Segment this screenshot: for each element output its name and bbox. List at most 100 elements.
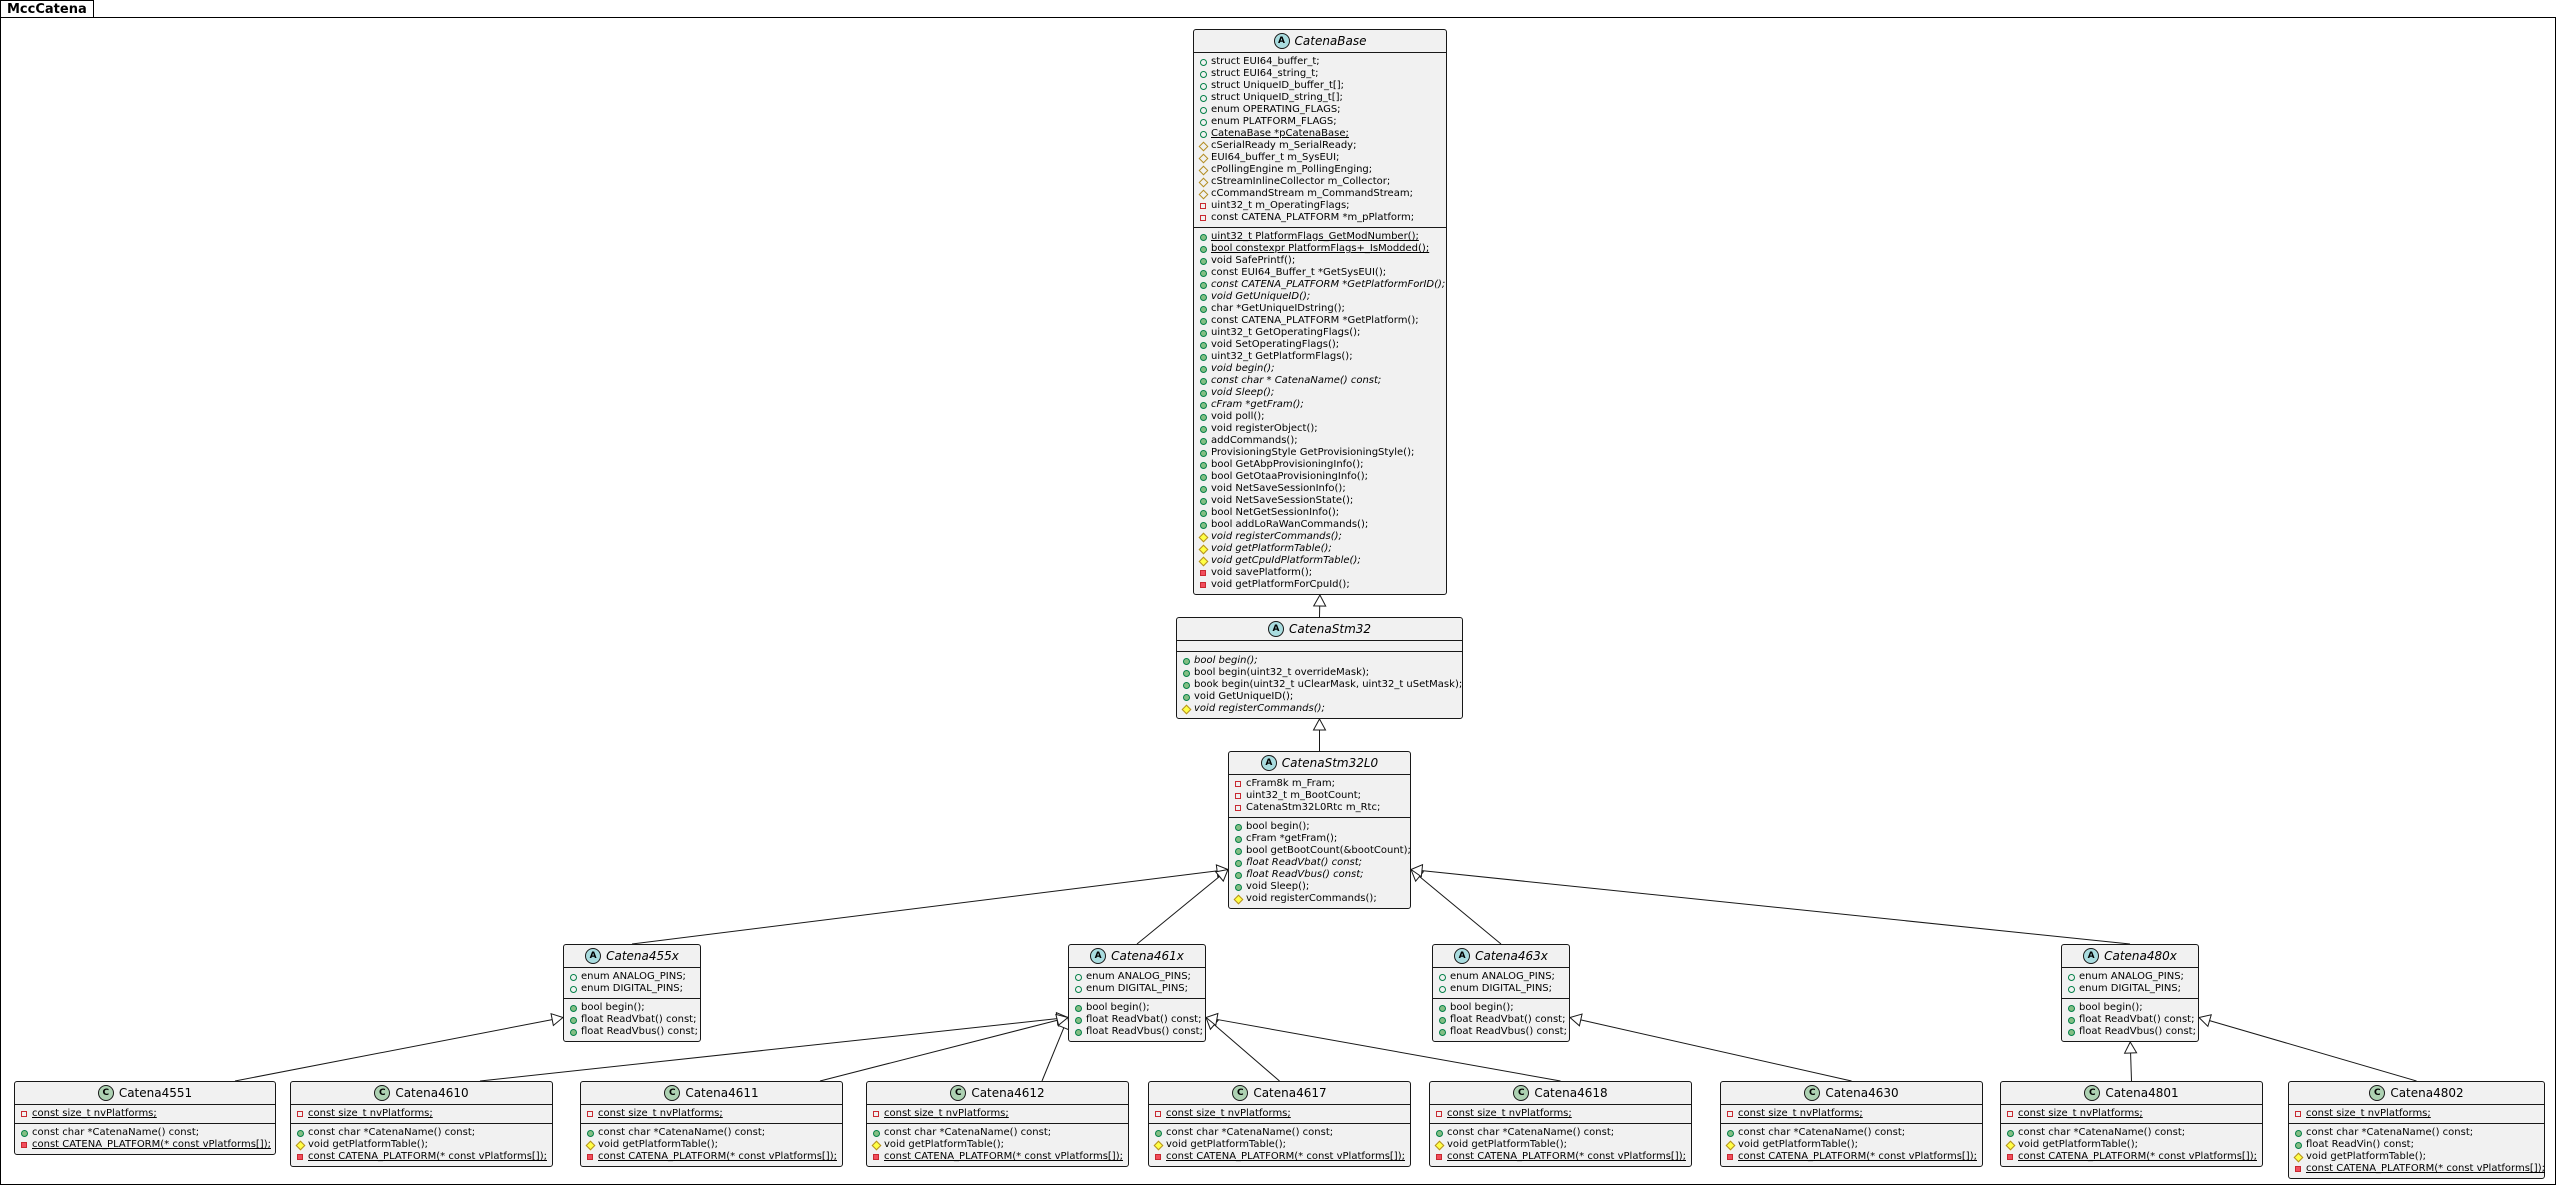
public-visibility-icon xyxy=(1199,471,1207,483)
public-visibility-icon xyxy=(1199,387,1207,399)
class-field: cCommandStream m_CommandStream; xyxy=(1194,188,1446,200)
class-name: Catena4801 xyxy=(2105,1086,2179,1100)
method-signature: void registerObject(); xyxy=(1211,423,1318,434)
protected-visibility-icon xyxy=(1199,152,1207,164)
public-visibility-icon xyxy=(2294,1127,2302,1139)
class-method: void getPlatformTable(); xyxy=(291,1139,552,1151)
method-signature: uint32_t GetPlatformFlags(); xyxy=(1211,351,1353,362)
class-method: const char * CatenaName() const; xyxy=(1194,375,1446,387)
class-field: const size_t nvPlatforms; xyxy=(2001,1108,2262,1120)
field-signature: enum DIGITAL_PINS; xyxy=(581,983,684,994)
public-visibility-icon xyxy=(872,1127,880,1139)
field-signature: enum DIGITAL_PINS; xyxy=(1086,983,1189,994)
private-visibility-icon xyxy=(2006,1151,2014,1163)
class-field: uint32_t m_OperatingFlags; xyxy=(1194,200,1446,212)
class-method: bool begin(); xyxy=(1229,821,1410,833)
class-method: bool begin(uint32_t overrideMask); xyxy=(1177,667,1462,679)
class-method: const CATENA_PLATFORM(* const vPlatforms… xyxy=(1149,1151,1410,1163)
field-signature: const size_t nvPlatforms; xyxy=(598,1108,723,1119)
method-signature: void NetSaveSessionState(); xyxy=(1211,495,1354,506)
public-visibility-icon xyxy=(1199,363,1207,375)
class-method: void SetOperatingFlags(); xyxy=(1194,339,1446,351)
class-name: Catena463x xyxy=(1475,949,1548,963)
method-signature: bool GetOtaaProvisioningInfo(); xyxy=(1211,471,1368,482)
class-fields-section: struct EUI64_buffer_t;struct EUI64_strin… xyxy=(1194,53,1446,228)
generalization-arrowhead xyxy=(1312,717,1327,731)
inheritance-line xyxy=(1213,1024,1280,1082)
class-field: enum DIGITAL_PINS; xyxy=(1069,983,1205,995)
class-field: enum DIGITAL_PINS; xyxy=(1433,983,1569,995)
class-method: cFram *getFram(); xyxy=(1194,399,1446,411)
class-method: void getPlatformTable(); xyxy=(2001,1139,2262,1151)
method-signature: float ReadVbus() const; xyxy=(2079,1026,2196,1037)
class-icon: C xyxy=(664,1085,681,1101)
public-visibility-icon xyxy=(2067,1014,2075,1026)
field-signature: uint32_t m_OperatingFlags; xyxy=(1211,200,1350,211)
class-icon: C xyxy=(97,1085,114,1101)
public-visibility-icon xyxy=(1234,821,1242,833)
public-visibility-icon xyxy=(1199,243,1207,255)
class-method: const CATENA_PLATFORM(* const vPlatforms… xyxy=(2289,1163,2545,1175)
class-name: Catena461x xyxy=(1111,949,1184,963)
field-signature: cFram8k m_Fram; xyxy=(1246,778,1335,789)
class-method: void savePlatform(); xyxy=(1194,567,1446,579)
class-method: const char *CatenaName() const; xyxy=(867,1127,1128,1139)
field-signature: enum OPERATING_FLAGS; xyxy=(1211,104,1341,115)
private-visibility-icon xyxy=(872,1108,880,1120)
public-visibility-icon xyxy=(1199,80,1207,92)
method-signature: void GetUniqueID(); xyxy=(1211,291,1311,302)
class-methods-section: const char *CatenaName() const;void getP… xyxy=(1430,1124,1691,1166)
public-visibility-icon xyxy=(1182,655,1190,667)
class-icon: C xyxy=(374,1085,391,1101)
public-visibility-icon xyxy=(1074,983,1082,995)
class-field: const size_t nvPlatforms; xyxy=(2289,1108,2544,1120)
method-signature: void getPlatformTable(); xyxy=(1738,1139,1858,1150)
public-visibility-icon xyxy=(1199,267,1207,279)
method-signature: float ReadVbus() const; xyxy=(1086,1026,1203,1037)
class-field: struct EUI64_string_t; xyxy=(1194,68,1446,80)
class-methods-section: const char *CatenaName() const;void getP… xyxy=(581,1124,842,1166)
class-method: book begin(uint32_t uClearMask, uint32_t… xyxy=(1177,679,1462,691)
field-signature: const size_t nvPlatforms; xyxy=(32,1108,157,1119)
class-field: const size_t nvPlatforms; xyxy=(291,1108,552,1120)
field-signature: enum ANALOG_PINS; xyxy=(1450,971,1555,982)
class-fields-section: const size_t nvPlatforms; xyxy=(2289,1105,2544,1124)
abstract-class-icon: A xyxy=(2083,948,2100,964)
class-method: const CATENA_PLATFORM(* const vPlatforms… xyxy=(581,1151,842,1163)
public-visibility-icon xyxy=(1199,399,1207,411)
class-fields-section: const size_t nvPlatforms; xyxy=(867,1105,1128,1124)
field-signature: struct UniqueID_string_t[]; xyxy=(1211,92,1343,103)
public-visibility-icon xyxy=(1199,339,1207,351)
public-visibility-icon xyxy=(2006,1127,2014,1139)
class-method: addCommands(); xyxy=(1194,435,1446,447)
class-method: float ReadVbat() const; xyxy=(1069,1014,1205,1026)
field-signature: const size_t nvPlatforms; xyxy=(1738,1108,1863,1119)
field-signature: enum ANALOG_PINS; xyxy=(1086,971,1191,982)
protected-visibility-icon xyxy=(1199,140,1207,152)
class-field: const CATENA_PLATFORM *m_pPlatform; xyxy=(1194,212,1446,224)
method-signature: void getPlatformForCpuId(); xyxy=(1211,579,1350,590)
method-signature: float ReadVin() const; xyxy=(2306,1139,2414,1150)
private-visibility-icon xyxy=(1234,778,1242,790)
abstract-class-icon: A xyxy=(585,948,602,964)
field-signature: const size_t nvPlatforms; xyxy=(308,1108,433,1119)
class-methods-section: const char *CatenaName() const;void getP… xyxy=(2001,1124,2262,1166)
method-signature: const EUI64_Buffer_t *GetSysEUI(); xyxy=(1211,267,1387,278)
class-fields-section: const size_t nvPlatforms; xyxy=(581,1105,842,1124)
inheritance-line xyxy=(234,1019,553,1082)
abstract-class-icon: A xyxy=(1273,33,1290,49)
class-method: const CATENA_PLATFORM(* const vPlatforms… xyxy=(1430,1151,1691,1163)
public-visibility-icon xyxy=(1234,881,1242,893)
class-method: bool begin(); xyxy=(1069,1002,1205,1014)
public-visibility-icon xyxy=(1199,519,1207,531)
method-signature: char *GetUniqueIDstring(); xyxy=(1211,303,1345,314)
class-method: bool GetAbpProvisioningInfo(); xyxy=(1194,459,1446,471)
